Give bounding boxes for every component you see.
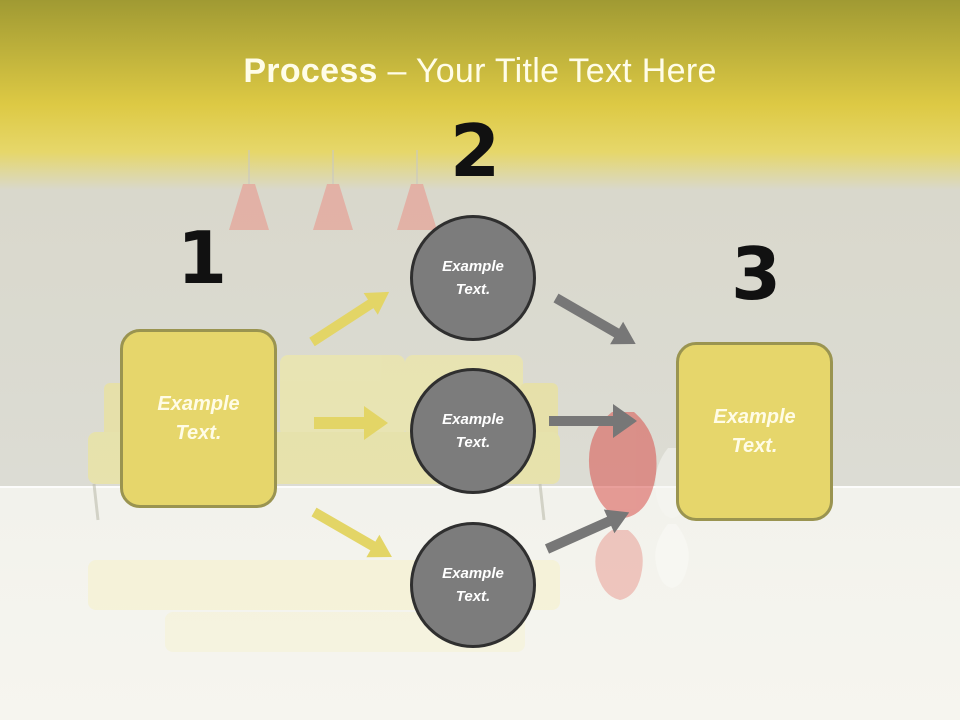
step-2-circle-bottom: Example Text. <box>410 522 536 648</box>
step-2-circle-top-text: Example Text. <box>442 258 504 298</box>
step-2-circle-middle-text: Example Text. <box>442 411 504 451</box>
pendant-lamps <box>229 150 437 230</box>
slide-title-rest: – Your Title Text Here <box>377 52 717 90</box>
vase <box>588 412 689 600</box>
step-3-text: Example Text. <box>713 405 796 457</box>
step-1-box: Example Text. <box>120 329 277 508</box>
step-3-box: Example Text. <box>676 342 833 521</box>
step-1-text: Example Text. <box>157 392 240 444</box>
step-2-circle-bottom-text: Example Text. <box>442 565 504 605</box>
step-2-circle-top: Example Text. <box>410 215 536 341</box>
step-number-1: 1 <box>177 216 228 300</box>
step-number-2: 2 <box>450 109 501 193</box>
slide-title-bold: Process <box>243 52 378 90</box>
slide-title: Process – Your Title Text Here <box>0 52 960 91</box>
step-2-circle-middle: Example Text. <box>410 368 536 494</box>
step-number-3: 3 <box>731 232 782 316</box>
